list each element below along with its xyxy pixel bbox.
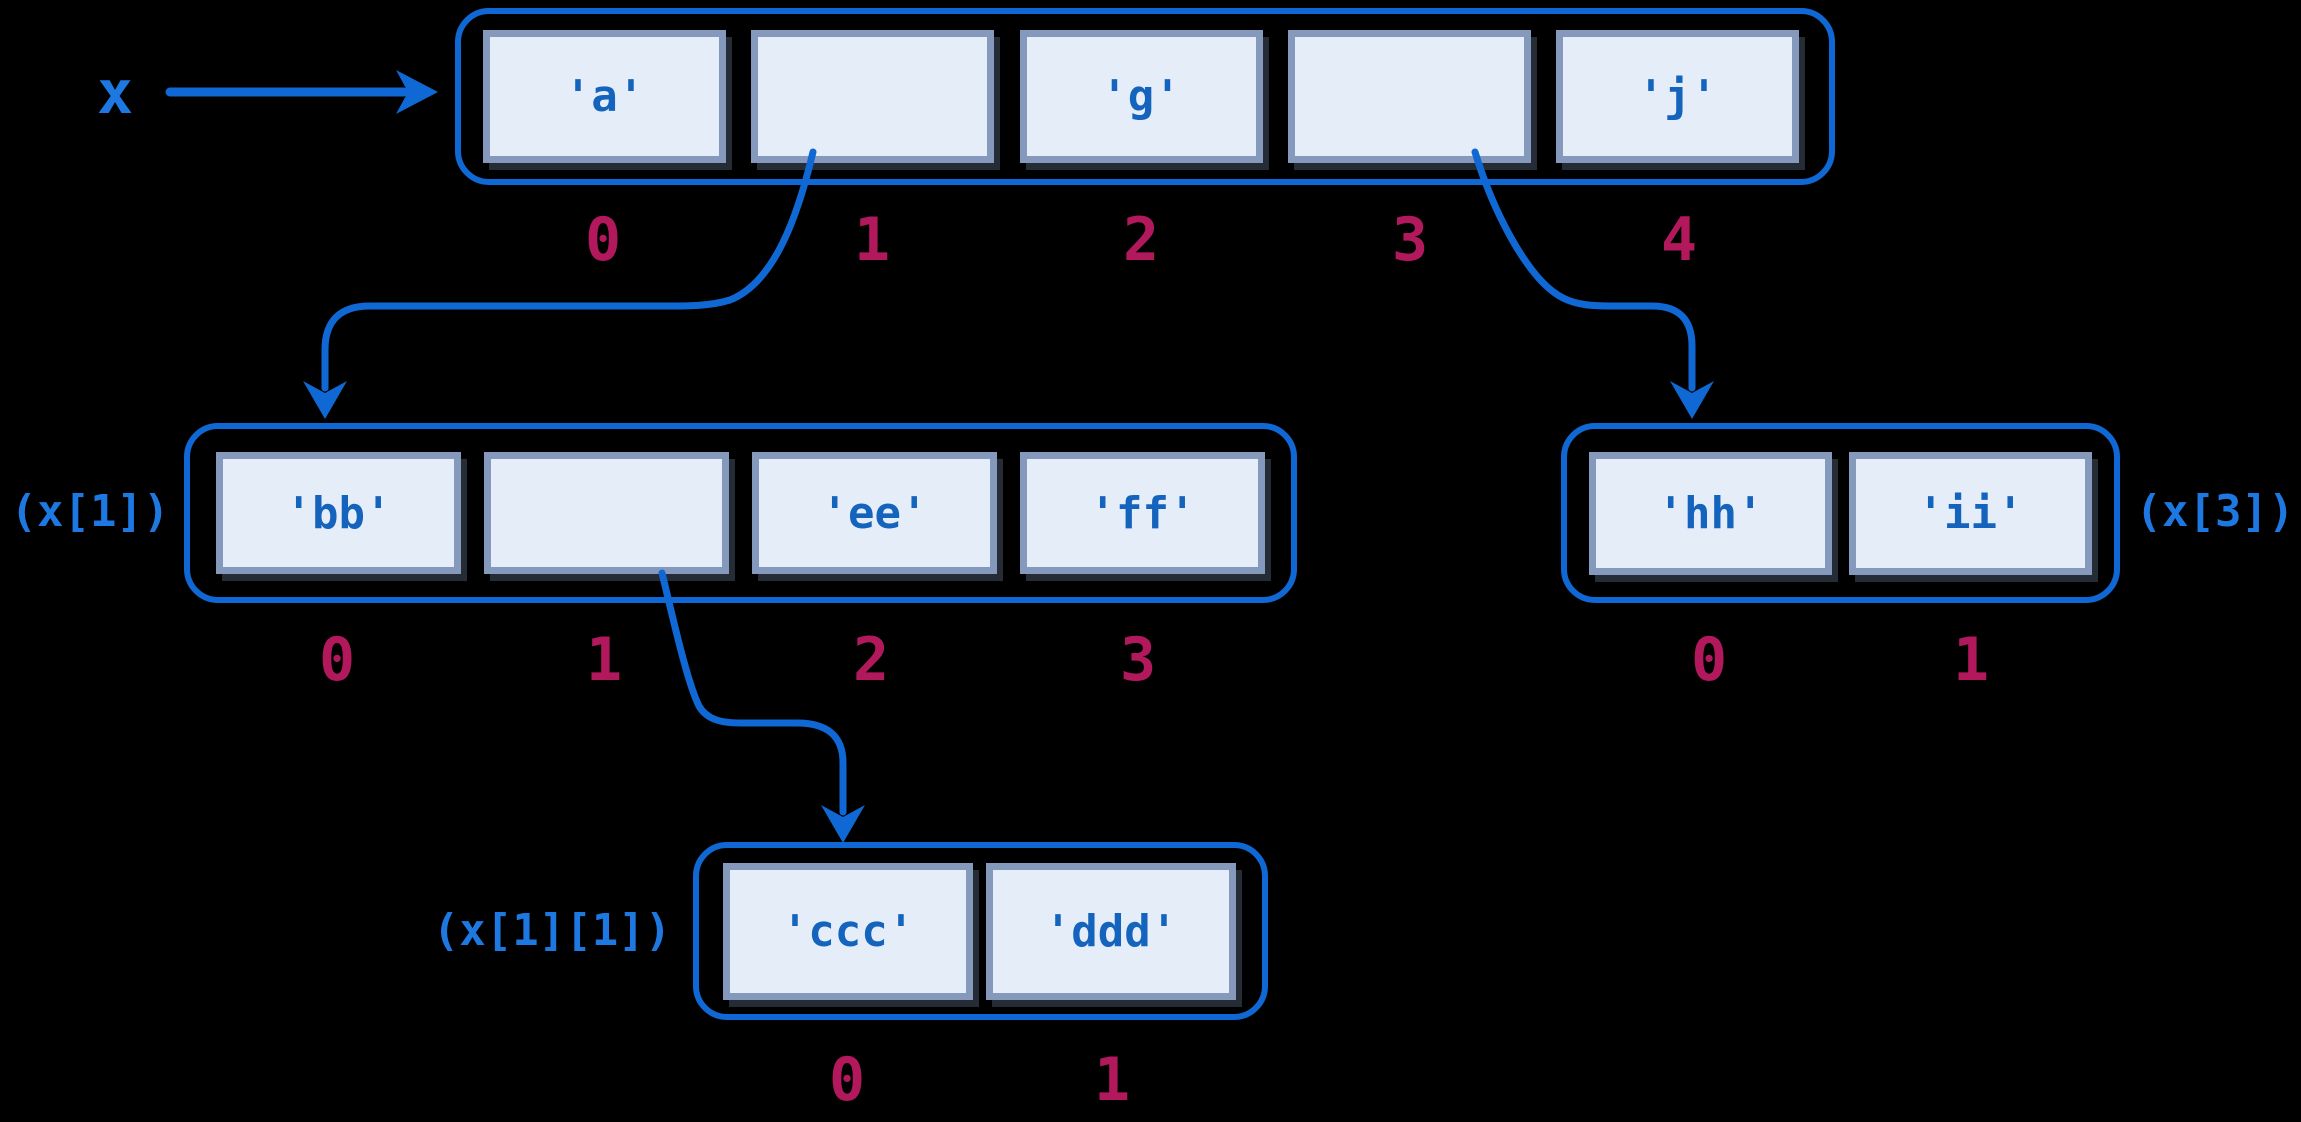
index-x-2: 2 — [1122, 205, 1160, 275]
index-x11-1: 1 — [1093, 1045, 1131, 1115]
cell-x1-3: 'ff' — [1020, 452, 1265, 574]
arrow-x3-pointer — [1471, 148, 1714, 419]
index-x1-1: 1 — [585, 625, 623, 695]
cell-x-2: 'g' — [1019, 30, 1263, 163]
cell-x3-0: 'hh' — [1589, 451, 1832, 575]
list-x3-label: (x[3]) — [2135, 486, 2295, 537]
list-x11-container: 'ccc' 'ddd' — [693, 842, 1268, 1020]
cell-x-0: 'a' — [483, 30, 726, 163]
index-x1-2: 2 — [852, 625, 890, 695]
cell-x-1-pointer — [751, 30, 995, 163]
list-x3-container: 'hh' 'ii' — [1561, 423, 2120, 603]
arrow-x1-pointer — [303, 148, 817, 419]
arrow-x-to-list — [165, 70, 438, 114]
cell-x1-1-pointer — [484, 452, 729, 574]
cell-x11-0: 'ccc' — [723, 862, 973, 1000]
cell-x11-1: 'ddd' — [986, 862, 1236, 1000]
index-x3-1: 1 — [1952, 625, 1990, 695]
index-x-4: 4 — [1660, 205, 1698, 275]
cell-x1-0: 'bb' — [216, 452, 461, 574]
index-x-3: 3 — [1391, 205, 1429, 275]
cell-x-3-pointer — [1287, 30, 1531, 163]
index-x-1: 1 — [853, 205, 891, 275]
index-x1-3: 3 — [1119, 625, 1157, 695]
index-x3-0: 0 — [1690, 625, 1728, 695]
list-x11-label: (x[1][1]) — [432, 905, 672, 956]
cell-x3-1: 'ii' — [1849, 451, 2092, 575]
list-x-container: 'a' 'g' 'j' — [455, 8, 1835, 185]
cell-x-4: 'j' — [1556, 30, 1799, 163]
index-x1-0: 0 — [318, 625, 356, 695]
arrow-x11-pointer — [658, 569, 865, 843]
cell-x1-2: 'ee' — [752, 452, 997, 574]
list-x1-container: 'bb' 'ee' 'ff' — [184, 423, 1297, 603]
list-x1-label: (x[1]) — [10, 486, 170, 537]
variable-x-label: x — [96, 58, 134, 128]
index-x-0: 0 — [584, 205, 622, 275]
index-x11-0: 0 — [828, 1045, 866, 1115]
